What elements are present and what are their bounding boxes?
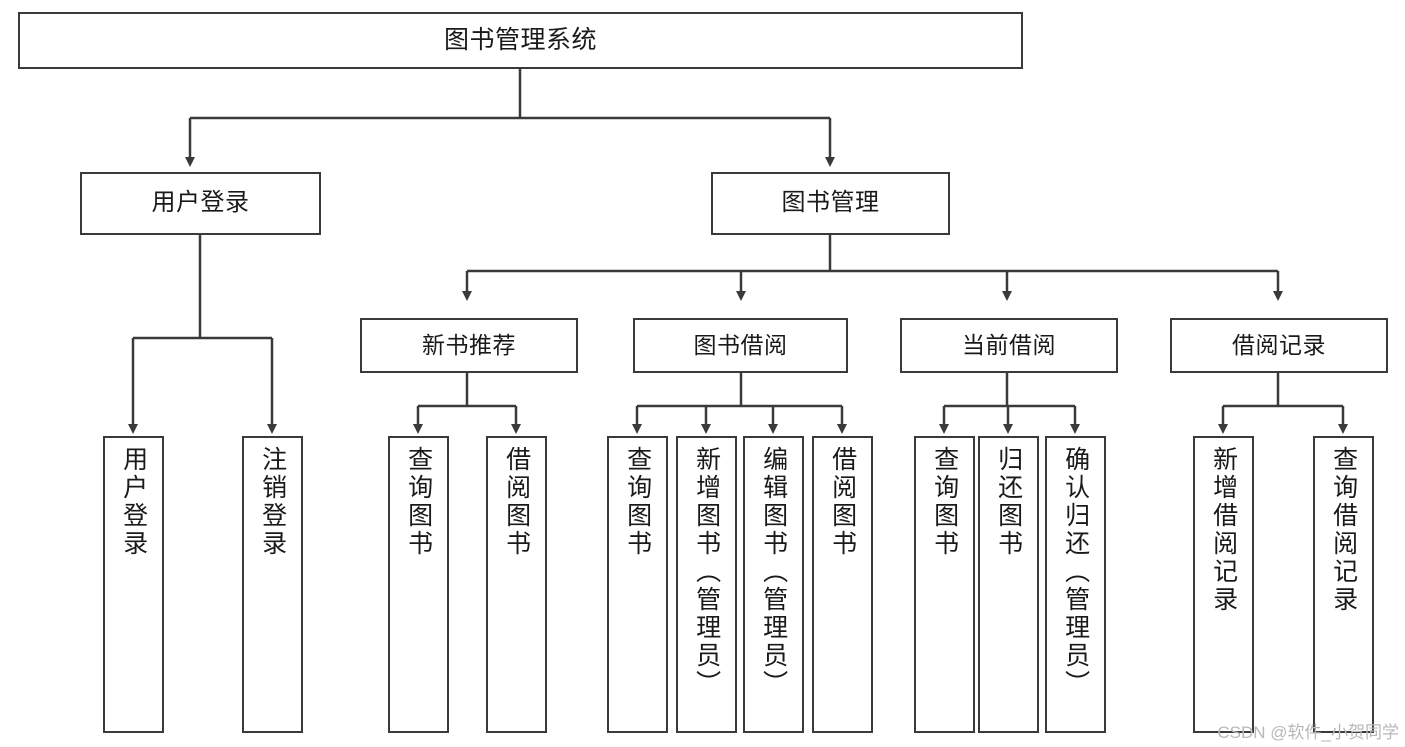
leaf-user-logout[interactable]: 注销登录	[242, 436, 303, 733]
node-user-login[interactable]: 用户登录	[80, 172, 321, 235]
node-label: 新增图书（管理员）	[692, 446, 721, 698]
leaf-borrow-book[interactable]: 借阅图书	[812, 436, 873, 733]
leaf-query-book-recommend[interactable]: 查询图书	[388, 436, 449, 733]
node-label: 图书借阅	[693, 331, 788, 358]
node-label: 查询图书	[930, 446, 959, 558]
node-current-borrow[interactable]: 当前借阅	[900, 318, 1118, 373]
node-book-borrow[interactable]: 图书借阅	[633, 318, 848, 373]
node-label: 图书管理	[781, 189, 880, 217]
node-label: 当前借阅	[962, 331, 1056, 358]
node-label: 新增借阅记录	[1209, 446, 1238, 614]
node-label: 编辑图书（管理员）	[759, 446, 788, 698]
node-borrow-record[interactable]: 借阅记录	[1170, 318, 1388, 373]
node-book-management[interactable]: 图书管理	[711, 172, 950, 235]
leaf-borrow-book-recommend[interactable]: 借阅图书	[486, 436, 547, 733]
node-label: 借阅图书	[502, 446, 531, 558]
node-label: 新书推荐	[422, 331, 516, 358]
leaf-edit-book-admin[interactable]: 编辑图书（管理员）	[743, 436, 804, 733]
node-label: 用户登录	[119, 446, 148, 558]
leaf-query-book-current[interactable]: 查询图书	[914, 436, 975, 733]
node-label: 图书管理系统	[443, 25, 597, 54]
node-root-system[interactable]: 图书管理系统	[18, 12, 1023, 69]
node-label: 查询图书	[623, 446, 652, 558]
node-label: 归还图书	[994, 446, 1023, 558]
node-label: 确认归还（管理员）	[1061, 446, 1090, 698]
csdn-watermark: CSDN @软件_小贺同学	[1217, 723, 1399, 742]
node-label: 用户登录	[151, 189, 250, 217]
node-label: 查询借阅记录	[1329, 446, 1358, 614]
leaf-confirm-return-admin[interactable]: 确认归还（管理员）	[1045, 436, 1106, 733]
node-label: 借阅图书	[828, 446, 857, 558]
node-label: 查询图书	[404, 446, 433, 558]
leaf-add-borrow-record[interactable]: 新增借阅记录	[1193, 436, 1254, 733]
node-label: 注销登录	[258, 446, 287, 558]
leaf-user-login[interactable]: 用户登录	[103, 436, 164, 733]
node-new-book-recommend[interactable]: 新书推荐	[360, 318, 578, 373]
node-label: 借阅记录	[1232, 331, 1326, 358]
leaf-query-borrow-record[interactable]: 查询借阅记录	[1313, 436, 1374, 733]
leaf-query-book-borrow[interactable]: 查询图书	[607, 436, 668, 733]
leaf-add-book-admin[interactable]: 新增图书（管理员）	[676, 436, 737, 733]
leaf-return-book[interactable]: 归还图书	[978, 436, 1039, 733]
